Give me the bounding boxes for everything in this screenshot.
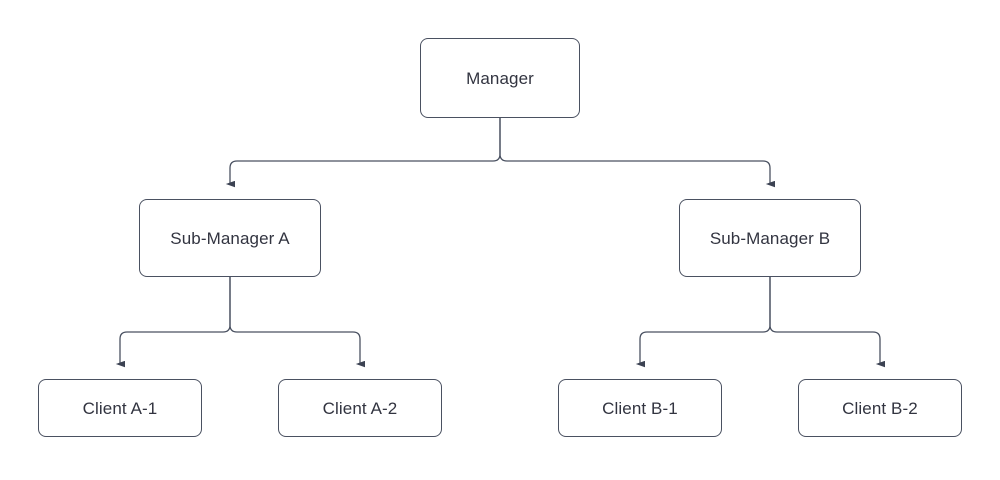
node-client-b1[interactable]: Client B-1 [558, 379, 722, 437]
node-client-b1-label: Client B-1 [602, 398, 678, 418]
edge-sub-b-to-client-b2 [769, 277, 885, 368]
edge-sub-a-to-client-a2 [229, 277, 365, 368]
node-client-a1-label: Client A-1 [82, 398, 158, 418]
edge-manager-to-sub-a [225, 118, 501, 188]
node-sub-manager-a-label: Sub-Manager A [170, 228, 290, 248]
node-manager-label: Manager [466, 68, 534, 88]
edge-manager-to-sub-b [499, 118, 775, 188]
node-sub-manager-b-label: Sub-Manager B [709, 228, 831, 248]
node-client-a2-label: Client A-2 [322, 398, 398, 418]
edge-sub-b-to-client-b1 [635, 277, 771, 368]
node-client-a2[interactable]: Client A-2 [278, 379, 442, 437]
node-client-b2[interactable]: Client B-2 [798, 379, 962, 437]
node-client-b2-label: Client B-2 [842, 398, 918, 418]
node-manager[interactable]: Manager [420, 38, 580, 118]
node-client-a1[interactable]: Client A-1 [38, 379, 202, 437]
edge-sub-a-to-client-a1 [115, 277, 231, 368]
node-sub-manager-b[interactable]: Sub-Manager B [679, 199, 861, 277]
node-sub-manager-a[interactable]: Sub-Manager A [139, 199, 321, 277]
